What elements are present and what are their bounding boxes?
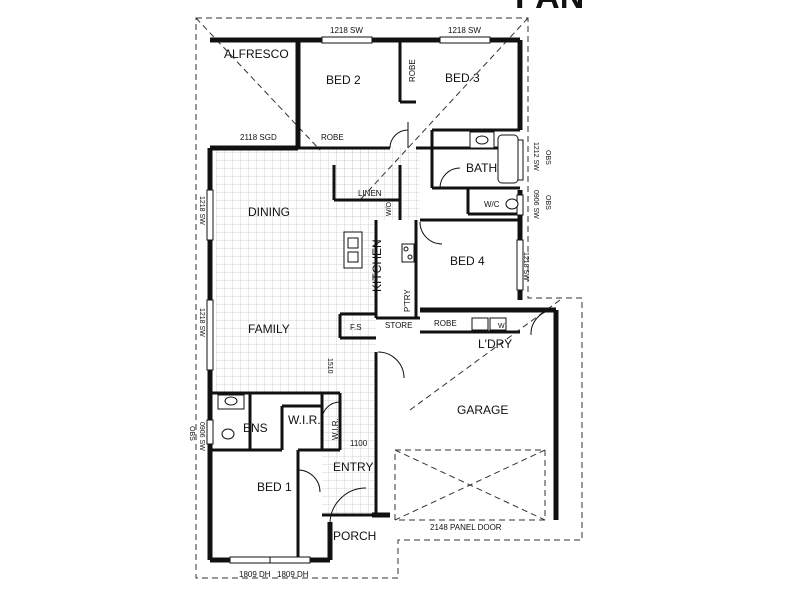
label-wc: W/C (484, 200, 500, 209)
dim-top-window-2: 1218 SW (448, 26, 481, 35)
dim-ens-window: 0906 SW (198, 422, 205, 451)
windows (206, 36, 524, 564)
dim-top-window-1: 1218 SW (330, 26, 363, 35)
label-alfresco: ALFRESCO (224, 47, 289, 61)
laundry-tub (471, 317, 489, 331)
wc-toilet (505, 198, 519, 210)
dim-ens-obs: OBS (188, 426, 195, 441)
label-family: FAMILY (248, 322, 290, 336)
ens-toilet (221, 428, 235, 440)
dim-garage-door: 2148 PANEL DOOR (430, 523, 502, 532)
label-porch: PORCH (333, 529, 376, 543)
label-laundry: L'DRY (478, 337, 512, 351)
label-bath: BATH (466, 161, 497, 175)
label-entry: ENTRY (333, 460, 373, 474)
label-fs: F.S (350, 323, 362, 332)
dim-family-window: 1218 SW (198, 308, 205, 337)
label-bed3: BED 3 (445, 71, 480, 85)
header-title: PAN (515, 0, 584, 16)
dim-bath-window: 1212 SW (532, 142, 539, 171)
label-kitchen: KITCHEN (370, 239, 384, 292)
dim-alfresco-door: 2118 SGD (240, 133, 277, 142)
tiled-floor-hall (334, 148, 420, 220)
label-wir-side: W.I.R. (331, 418, 340, 440)
label-store: STORE (385, 321, 412, 330)
kitchen-bench (343, 231, 363, 269)
label-wo: W/O (386, 201, 393, 216)
label-bed4: BED 4 (450, 254, 485, 268)
label-bed2: BED 2 (326, 73, 361, 87)
dim-entry-width: 1100 (350, 439, 368, 448)
dim-bath-obs: OBS (544, 150, 551, 165)
label-robe-bed2: ROBE (321, 133, 344, 142)
cooktop (401, 243, 415, 263)
doors (297, 122, 556, 523)
dim-hall-width: 1510 (326, 358, 333, 374)
label-dining: DINING (248, 205, 290, 219)
dim-bed1-window-2: 1809 DH (277, 570, 309, 579)
fixtures (217, 131, 519, 440)
label-w: W (498, 323, 505, 330)
label-pantry: P'TRY (403, 289, 412, 312)
dim-wc-obs: OBS (544, 195, 551, 210)
internal-walls (210, 40, 520, 560)
label-robe-bed3: ROBE (408, 59, 417, 82)
dim-dining-window: 1218 SW (198, 196, 205, 225)
dim-wc-window: 0906 SW (532, 190, 539, 219)
label-wir: W.I.R. (288, 413, 321, 427)
dim-bed4-window: 1218 SW (522, 252, 529, 281)
dim-bed1-window-1: 1809 DH (239, 570, 271, 579)
label-garage: GARAGE (457, 403, 508, 417)
label-robe-bed4: ROBE (434, 319, 457, 328)
washer (489, 317, 507, 331)
tiled-floor-entry (322, 393, 376, 515)
label-bed1: BED 1 (257, 480, 292, 494)
bath-tub (497, 134, 519, 184)
label-ens: ENS (243, 421, 268, 435)
label-linen: LINEN (358, 189, 382, 198)
